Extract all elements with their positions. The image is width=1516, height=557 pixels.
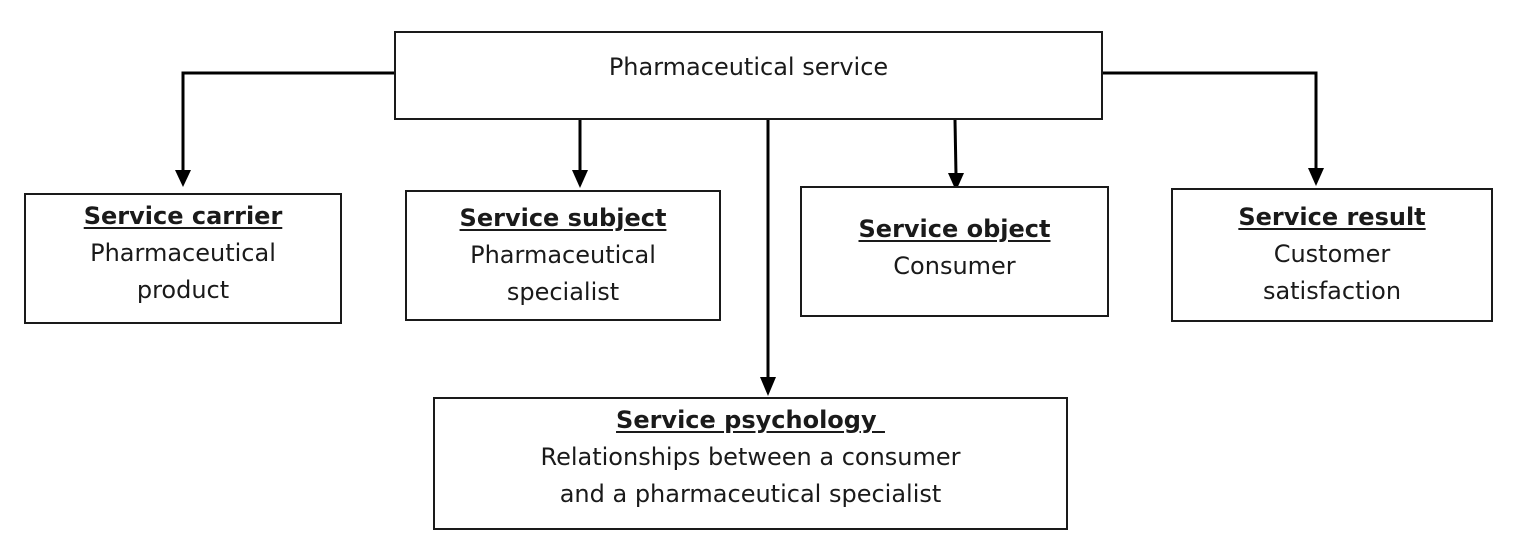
root-node-label: Pharmaceutical service	[608, 53, 889, 81]
edge-root-carrier	[175, 71, 394, 187]
root-node: Pharmaceutical service	[394, 31, 1103, 120]
edge-root-object	[948, 119, 964, 191]
node-service-subject-heading: Service subject	[459, 204, 667, 232]
node-service-object: Service object Consumer	[800, 186, 1109, 317]
node-service-carrier: Service carrier Pharmaceutical product	[24, 193, 342, 324]
node-service-psychology: Service psychology Relationships between…	[433, 397, 1068, 530]
edge-root-object-line	[953, 119, 958, 176]
node-service-carrier-heading: Service carrier	[83, 202, 283, 230]
node-service-subject: Service subject Pharmaceutical specialis…	[405, 190, 721, 321]
edge-root-psychology-arrowhead	[760, 377, 776, 396]
edge-root-result-arrowhead	[1308, 168, 1324, 186]
edge-root-carrier-line	[181, 71, 394, 172]
node-service-result-description: Customer satisfaction	[1262, 240, 1402, 305]
node-service-psychology-heading: Service psychology	[616, 406, 885, 434]
edge-root-result-line	[1103, 71, 1318, 170]
edge-root-carrier-arrowhead	[175, 170, 191, 187]
node-service-carrier-description: Pharmaceutical product	[90, 239, 276, 304]
edge-root-psychology	[760, 120, 776, 396]
node-service-subject-description: Pharmaceutical specialist	[470, 241, 656, 306]
node-service-psychology-description: Relationships between a consumer and a p…	[540, 443, 961, 508]
edge-root-object-arrowhead	[948, 173, 964, 191]
node-service-result: Service result Customer satisfaction	[1171, 188, 1493, 322]
node-service-object-description: Consumer	[893, 252, 1016, 280]
node-service-object-heading: Service object	[858, 215, 1051, 243]
node-service-result-heading: Service result	[1238, 203, 1426, 231]
edge-root-subject-arrowhead	[572, 170, 588, 188]
edge-root-result	[1103, 71, 1324, 186]
edge-root-subject	[572, 120, 588, 188]
